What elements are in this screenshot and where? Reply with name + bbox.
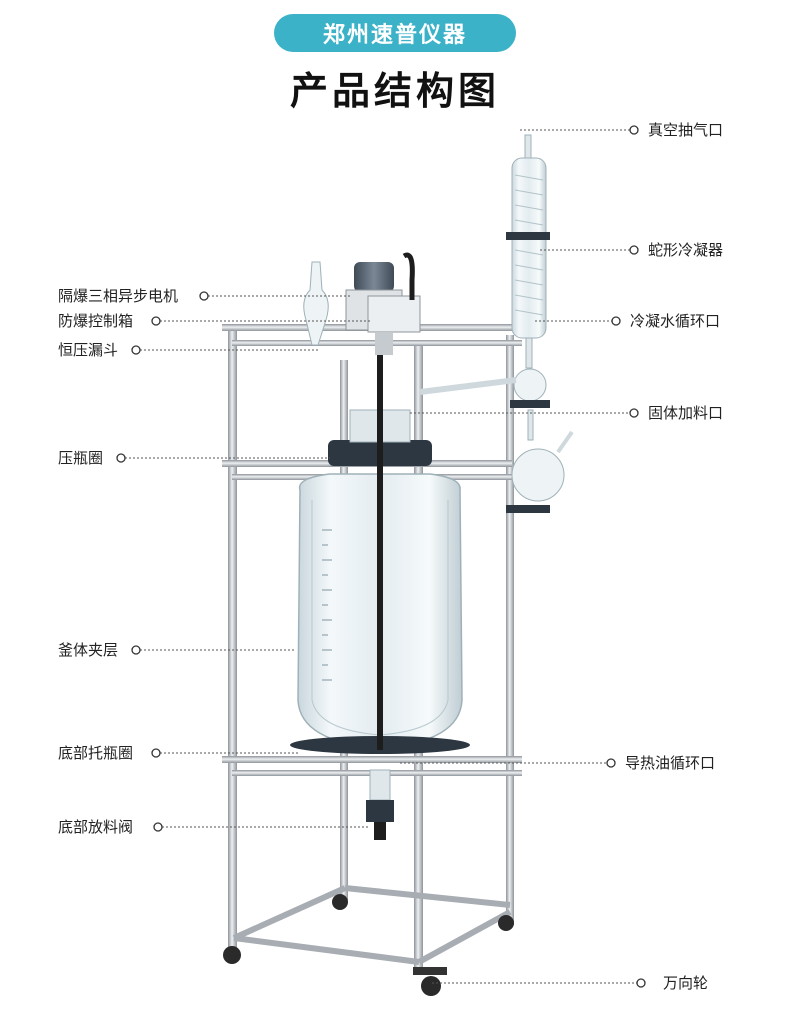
coil-condenser: [419, 134, 574, 513]
label-jacket: 釜体夹层: [58, 641, 119, 659]
label-motor: 隔爆三相异步电机: [58, 287, 179, 305]
caster-wheels: [223, 894, 514, 996]
label-bottom-support: 底部托瓶圈: [58, 744, 134, 762]
label-solid-feed-port: 固体加料口: [648, 404, 724, 422]
label-control-box: 防爆控制箱: [58, 312, 134, 330]
pressure-funnel: [303, 261, 329, 346]
bottom-valve: [366, 769, 394, 840]
leader-dots: [116, 125, 646, 988]
label-heat-oil-port: 导热油循环口: [625, 754, 716, 772]
brand-badge: 郑州速普仪器: [274, 14, 516, 52]
stirring-shaft: [377, 350, 383, 750]
label-bottom-valve: 底部放料阀: [58, 818, 134, 836]
leader-lines: [125, 129, 637, 984]
page-title: 产品结构图: [289, 69, 500, 113]
label-pressure-funnel: 恒压漏斗: [58, 341, 119, 359]
label-bottle-clamp: 压瓶圈: [58, 449, 104, 467]
label-vacuum-port: 真空抽气口: [648, 121, 724, 139]
label-coil-condenser: 蛇形冷凝器: [648, 241, 724, 259]
label-condensate-water-port: 冷凝水循环口: [630, 312, 721, 330]
motor-assembly: [345, 252, 421, 355]
label-caster-wheel: 万向轮: [663, 974, 709, 992]
